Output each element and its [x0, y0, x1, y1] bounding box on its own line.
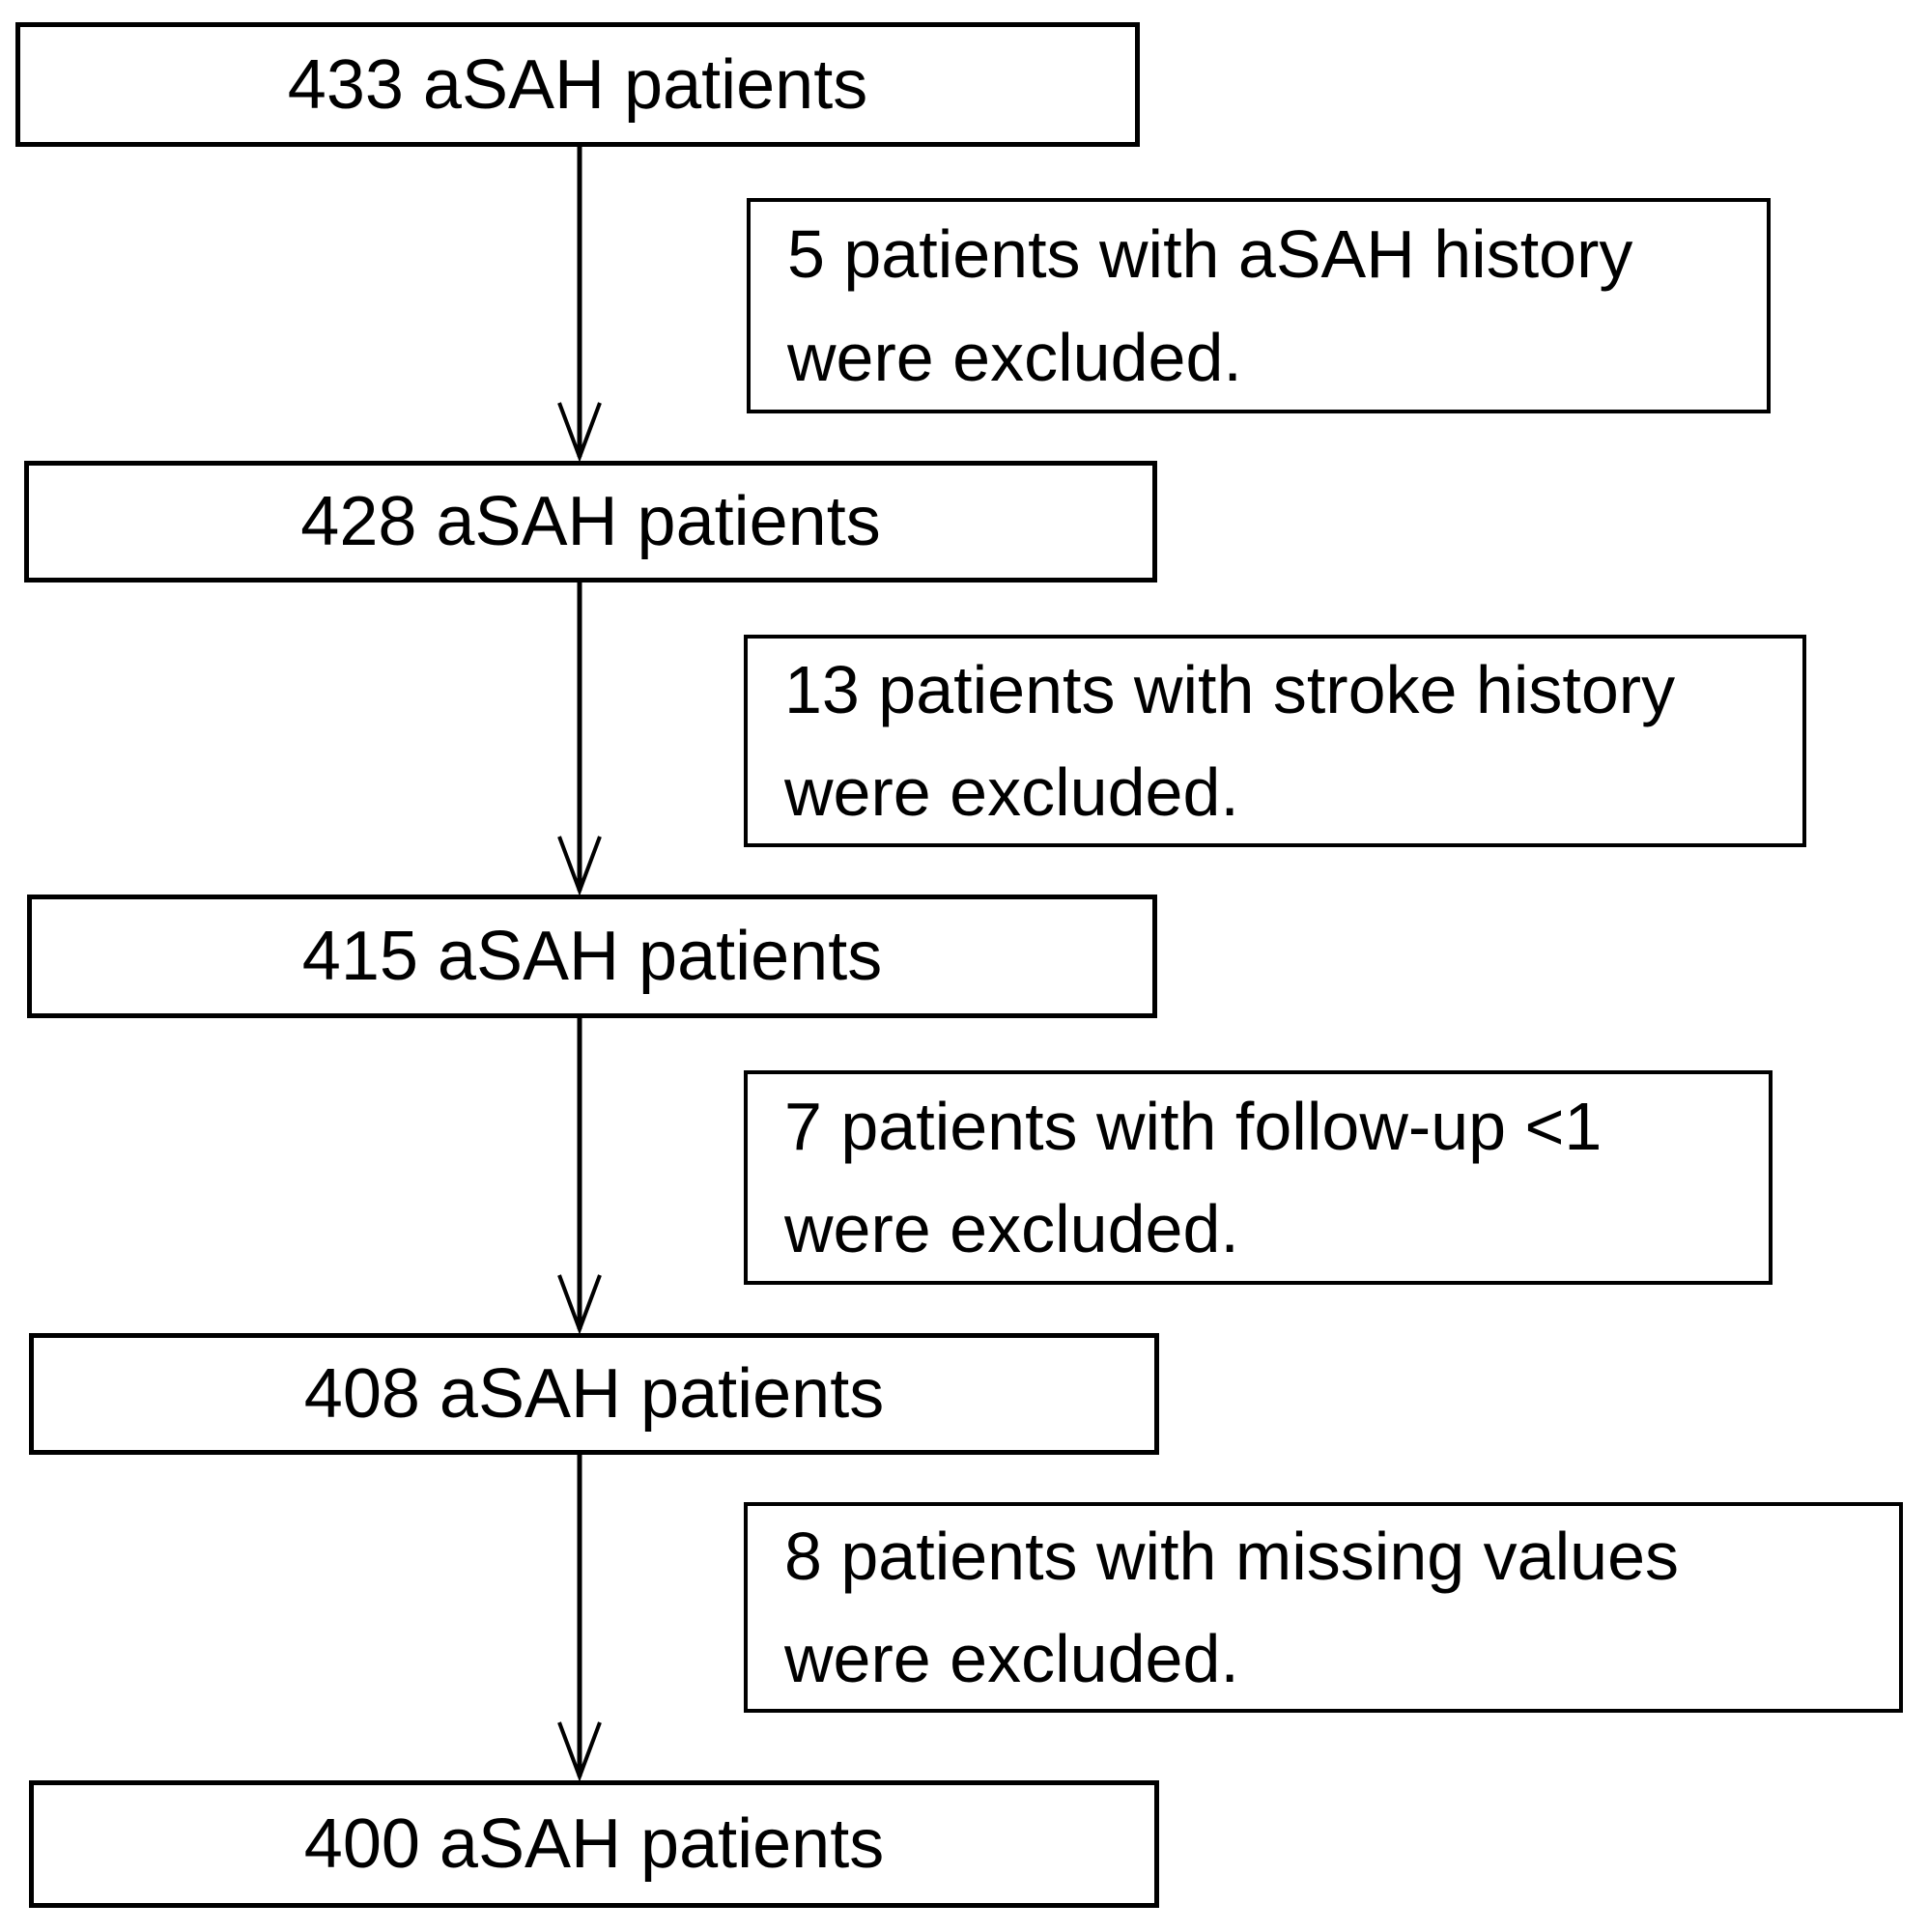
exclusion-line: 5 patients with aSAH history — [787, 216, 1633, 293]
flow-box-408: 408 aSAH patients — [29, 1333, 1159, 1455]
arrow-down-icon — [557, 147, 602, 463]
exclusion-line: 8 patients with missing values — [784, 1518, 1679, 1594]
exclusion-box-asah-history: 5 patients with aSAH history were exclud… — [747, 198, 1771, 413]
exclusion-line: 7 patients with follow-up <1 — [784, 1088, 1603, 1164]
exclusion-box-followup: 7 patients with follow-up <1 were exclud… — [744, 1070, 1773, 1285]
flow-box-433-label: 433 aSAH patients — [287, 45, 868, 124]
flow-box-415: 415 aSAH patients — [27, 895, 1157, 1018]
flow-box-415-label: 415 aSAH patients — [301, 918, 883, 995]
flow-box-428: 428 aSAH patients — [24, 461, 1157, 582]
flow-box-408-label: 408 aSAH patients — [303, 1355, 885, 1433]
exclusion-line: were excluded. — [784, 1191, 1239, 1266]
flow-box-428-label: 428 aSAH patients — [300, 483, 881, 560]
arrow-down-icon — [557, 1455, 602, 1782]
exclusion-line: were excluded. — [787, 319, 1242, 395]
exclusion-line: were excluded. — [784, 754, 1239, 830]
exclusion-line: 13 patients with stroke history — [784, 651, 1676, 727]
exclusion-box-missing-values: 8 patients with missing values were excl… — [744, 1502, 1903, 1713]
exclusion-box-stroke-history: 13 patients with stroke history were exc… — [744, 635, 1806, 847]
flow-box-400-label: 400 aSAH patients — [303, 1805, 885, 1883]
flow-box-400: 400 aSAH patients — [29, 1780, 1159, 1908]
arrow-down-icon — [557, 582, 602, 896]
exclusion-line: were excluded. — [784, 1621, 1239, 1696]
flow-box-433: 433 aSAH patients — [15, 22, 1140, 147]
arrow-down-icon — [557, 1018, 602, 1335]
